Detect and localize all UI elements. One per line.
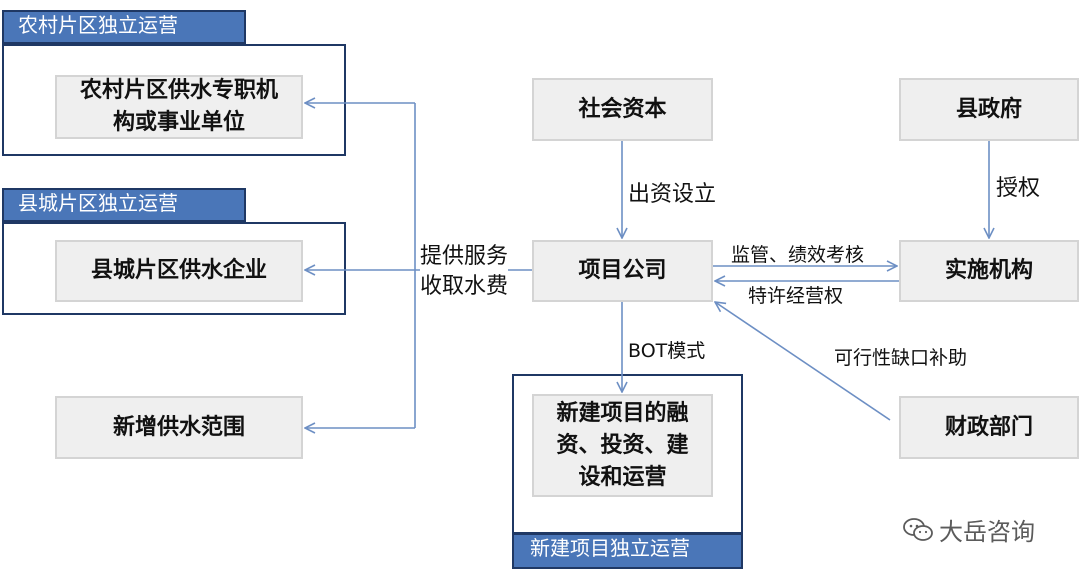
implementing-agency-box: 实施机构	[899, 240, 1079, 302]
county-water-enterprise-box: 县城片区供水企业	[55, 240, 303, 302]
new-supply-scope-box: 新增供水范围	[55, 396, 303, 459]
authorize-label: 授权	[996, 176, 1041, 201]
capital-setup-label: 出资设立	[628, 182, 717, 207]
subsidy-label: 可行性缺口补助	[834, 347, 968, 369]
watermark-text: 大岳咨询	[939, 518, 1035, 546]
new-project-zone-tab: 新建项目独立运营	[512, 533, 743, 569]
new-project-tasks-box: 新建项目的融 资、投资、建 设和运营	[532, 394, 713, 497]
rural-water-unit-box: 农村片区供水专职机 构或事业单位	[55, 75, 303, 139]
service-fee-label: 提供服务 收取水费	[420, 242, 509, 302]
county-government-box: 县政府	[899, 78, 1079, 141]
franchise-label: 特许经营权	[748, 285, 844, 307]
supervision-label: 监管、绩效考核	[731, 244, 865, 266]
wechat-icon	[903, 517, 933, 541]
project-company-box: 项目公司	[532, 240, 713, 302]
watermark: 大岳咨询	[903, 512, 1035, 547]
social-capital-box: 社会资本	[532, 78, 713, 141]
finance-department-box: 财政部门	[899, 396, 1079, 459]
rural-zone-tab: 农村片区独立运营	[2, 10, 246, 44]
county-zone-tab: 县城片区独立运营	[2, 188, 246, 222]
bot-mode-label: BOT模式	[628, 340, 706, 362]
arrow-finance-to-company	[715, 302, 891, 421]
